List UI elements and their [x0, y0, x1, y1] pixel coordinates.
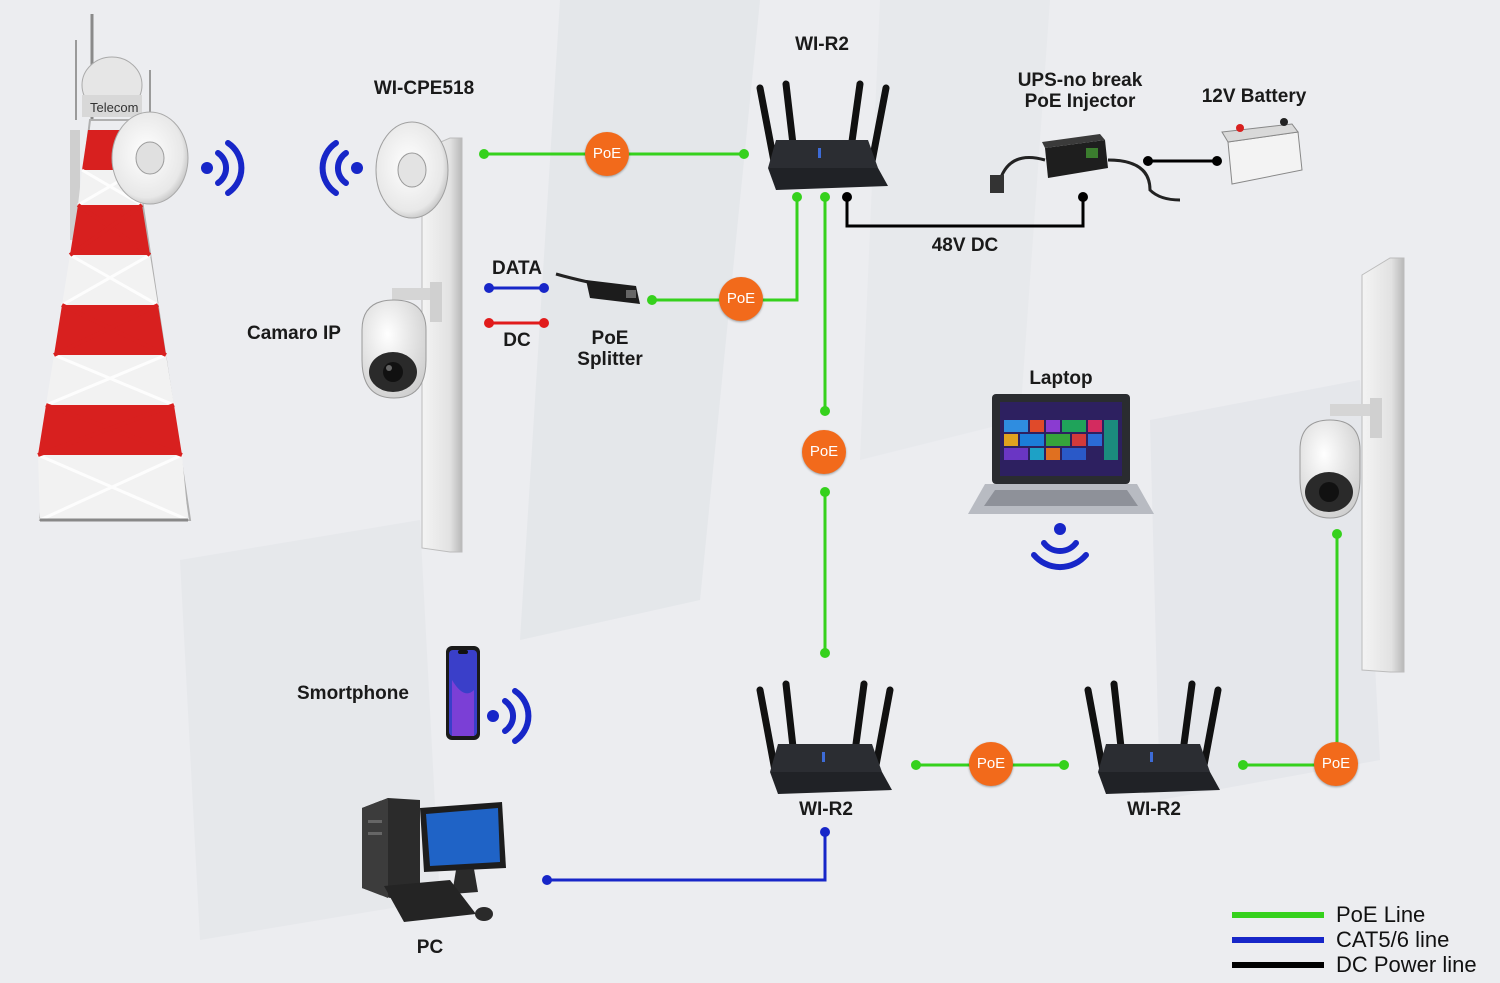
legend-swatch-poe: [1232, 912, 1324, 918]
router-top-label: WI-R2: [795, 34, 849, 55]
router-bottom-right-label: WI-R2: [1127, 799, 1181, 820]
router-to-ups-dc-endpoint-2: [1078, 192, 1088, 202]
router-to-router-poe-horizontal-endpoint-1: [911, 760, 921, 770]
legend-label-poe: PoE Line: [1336, 902, 1426, 927]
router-to-pc-cat-line: [547, 832, 827, 882]
cpe-to-router-poe-endpoint-1: [479, 149, 489, 159]
legend-label-dc: DC Power line: [1336, 952, 1477, 977]
smartphone-label: Smortphone: [297, 683, 409, 704]
router-to-ups-dc-line: [845, 197, 1085, 228]
laptop-icon: [968, 394, 1154, 514]
poe-badge-routers: PoE: [969, 742, 1013, 786]
splitter-data-cat-endpoint-2: [539, 283, 549, 293]
poe-injector-icon: [990, 134, 1181, 202]
dc48-label: 48V DC: [931, 235, 999, 256]
router-to-splitter-poe-endpoint-1: [792, 192, 802, 202]
router-bottom-left-label: WI-R2: [799, 799, 853, 820]
router-to-ups-dc-endpoint-1: [842, 192, 852, 202]
router-to-router-poe-lower-endpoint-2: [820, 648, 830, 658]
ups-label-line1: UPS-no break: [1017, 70, 1143, 91]
camera-label: Camaro IP: [247, 323, 341, 344]
battery-label: 12V Battery: [1201, 86, 1307, 107]
cpe-to-router-poe-endpoint-2: [739, 149, 749, 159]
mounting-pole-left: [421, 137, 463, 553]
poe-badge-cpe: PoE: [585, 132, 629, 176]
ups-to-battery-dc-endpoint-1: [1143, 156, 1153, 166]
laptop-wifi-icon: [1031, 523, 1089, 571]
legend-label-cat: CAT5/6 line: [1336, 927, 1450, 952]
data-label: DATA: [492, 258, 542, 279]
router-to-router-poe-upper-endpoint-2: [820, 406, 830, 416]
splitter-dc-red-endpoint-1: [484, 318, 494, 328]
splitter-data-cat-endpoint-1: [484, 283, 494, 293]
tower-wifi-icon: [201, 140, 245, 196]
laptop-label: Laptop: [1029, 368, 1093, 389]
router-to-splitter-poe-endpoint-2: [647, 295, 657, 305]
router-to-camera-poe-endpoint-1: [1238, 760, 1248, 770]
splitter-dc-red-endpoint-2: [539, 318, 549, 328]
telecom-tower-icon: Telecom: [37, 14, 192, 522]
ip-camera-right-icon: [1299, 398, 1382, 519]
splitter-label-line1: PoE: [591, 328, 629, 349]
smartphone-icon: [446, 646, 480, 740]
router-to-pc-cat-endpoint-2: [542, 875, 552, 885]
battery-icon: [1221, 118, 1303, 185]
ip-camera-icon: [361, 282, 442, 399]
ups-to-battery-dc-endpoint-2: [1212, 156, 1222, 166]
smartphone-wifi-icon: [487, 688, 532, 744]
poe-splitter-icon: [555, 272, 640, 304]
router-to-router-poe-lower-endpoint-1: [820, 487, 830, 497]
router-to-router-poe-upper-endpoint-1: [820, 192, 830, 202]
poe-badge-splitter: PoE: [719, 277, 763, 321]
dc-label: DC: [503, 330, 531, 351]
legend-swatch-cat: [1232, 937, 1324, 943]
router-top-icon: [756, 80, 890, 190]
tower-brand-text: Telecom: [90, 100, 138, 115]
cpe-label: WI-CPE518: [373, 78, 475, 99]
router-bottom-right-icon: [1084, 680, 1222, 794]
legend-swatch-dc: [1232, 962, 1324, 968]
poe-badge-camera-right: PoE: [1314, 742, 1358, 786]
router-to-camera-poe-endpoint-2: [1332, 529, 1342, 539]
poe-badge-vertical: PoE: [802, 430, 846, 474]
pc-label: PC: [416, 937, 444, 958]
ups-label-line2: PoE Injector: [1024, 91, 1136, 112]
router-bottom-left-icon: [756, 680, 894, 794]
cpe-dish-icon: [375, 121, 449, 219]
pc-icon: [362, 798, 506, 922]
mounting-pole-right: [1361, 257, 1405, 673]
splitter-label-line2: Splitter: [577, 349, 643, 370]
cpe-wifi-icon: [319, 140, 363, 196]
router-to-router-poe-horizontal-endpoint-2: [1059, 760, 1069, 770]
router-to-splitter-poe-line: [652, 197, 799, 302]
router-to-pc-cat-endpoint-1: [820, 827, 830, 837]
